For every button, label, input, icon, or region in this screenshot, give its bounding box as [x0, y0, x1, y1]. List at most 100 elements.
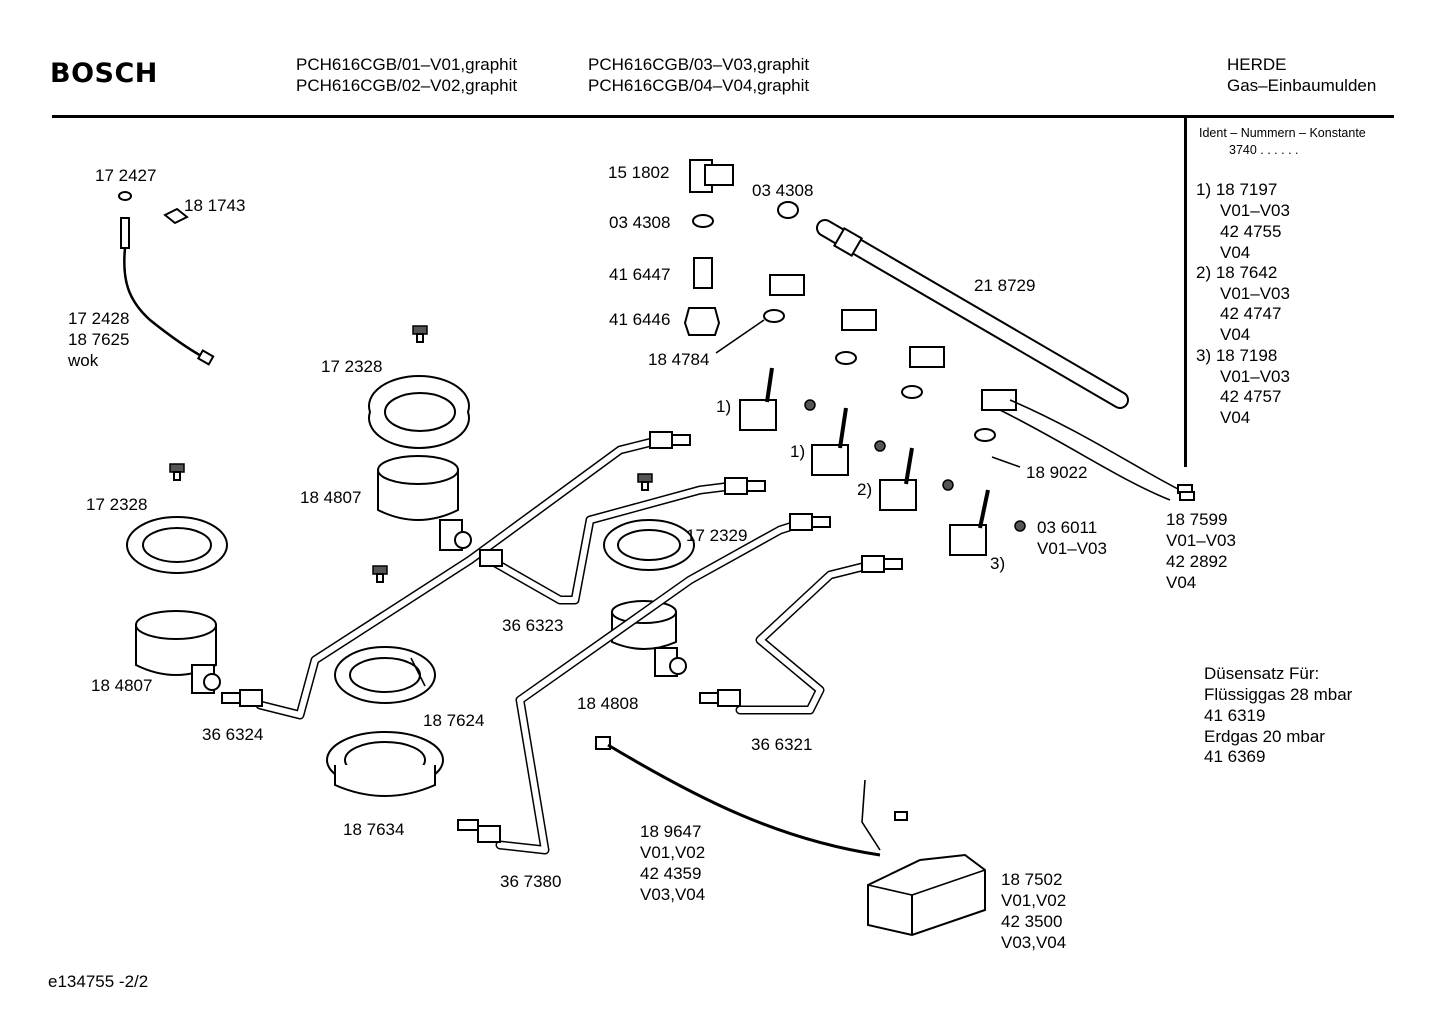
ignition-module-icon [867, 853, 986, 937]
doc-id: e134755 -2/2 [48, 972, 149, 991]
fitting-icon [724, 477, 766, 495]
part-label: 18 7599 [1166, 510, 1228, 529]
part-label: 18 9647 [640, 822, 702, 841]
part-label: 42 3500 [1001, 912, 1063, 931]
part-label: 18 7634 [343, 820, 405, 839]
category-title: HERDE [1227, 55, 1287, 74]
fitting-icon [479, 549, 503, 567]
valve-ref: 1) [716, 397, 732, 416]
part-label: V03,V04 [1001, 933, 1067, 952]
ident-entry: 1) 18 7197 [1196, 180, 1278, 199]
gas-manifold-icon [816, 219, 1129, 409]
nozzle-line: 41 6369 [1204, 747, 1266, 766]
ident-entry: V01–V03 [1220, 367, 1290, 386]
part-label: 18 7624 [423, 711, 485, 730]
adapter-icon [693, 257, 713, 289]
thermocouple-wok [118, 191, 215, 366]
part-label: 17 2428 [68, 309, 130, 328]
header-divider [52, 115, 1394, 118]
model-line-4: PCH616CGB/04–V04,graphit [588, 76, 810, 95]
seal-ring-icon [777, 201, 799, 219]
ident-entry: V01–V03 [1220, 284, 1290, 303]
gas-pipe-366323 [485, 480, 745, 605]
part-label: 03 4308 [609, 213, 671, 232]
ident-entry: 3) 18 7198 [1196, 346, 1278, 365]
part-label: 42 2892 [1166, 552, 1228, 571]
part-label: 18 4807 [300, 488, 362, 507]
ident-divider [1184, 118, 1187, 467]
part-label: V04 [1166, 573, 1197, 592]
nozzle-line: Erdgas 20 mbar [1204, 727, 1325, 746]
part-label: 18 4807 [91, 676, 153, 695]
ident-entry: 2) 18 7642 [1196, 263, 1278, 282]
burner-body-icon [135, 610, 221, 694]
part-label: V01–V03 [1037, 539, 1107, 558]
fitting-icon [699, 689, 741, 707]
screw-icon [372, 565, 388, 583]
elbow-fitting-icon [689, 159, 734, 193]
part-label: V01,V02 [640, 843, 706, 862]
part-label: 36 7380 [500, 872, 562, 891]
nozzle-line: Düsensatz Für: [1204, 664, 1320, 683]
part-label: 03 6011 [1037, 518, 1098, 537]
part-label: 18 9022 [1026, 463, 1088, 482]
part-label: 15 1802 [608, 163, 670, 182]
part-label: 36 6321 [751, 735, 813, 754]
part-label: 17 2329 [686, 526, 748, 545]
ident-title: Ident – Nummern – Konstante [1199, 126, 1366, 140]
gasket-ring-icon [368, 375, 470, 449]
fitting-icon [457, 819, 501, 843]
ident-entry: 42 4747 [1220, 304, 1282, 323]
part-label: 18 1743 [184, 196, 246, 215]
fitting-icon [221, 689, 263, 707]
ignition-harness-icon [595, 736, 908, 857]
part-label: wok [68, 351, 99, 370]
model-line-3: PCH616CGB/03–V03,graphit [588, 55, 810, 74]
part-label: 42 4359 [640, 864, 702, 883]
valve-ref: 1) [790, 442, 806, 461]
gas-valve-icon [879, 346, 945, 511]
part-label: 17 2427 [95, 166, 157, 185]
ident-entry: V04 [1220, 408, 1251, 427]
fitting-icon [789, 513, 831, 531]
burner-body-icon [377, 455, 472, 551]
gas-pipe-367380 [495, 517, 810, 855]
part-label: 17 2328 [321, 357, 383, 376]
fitting-icon [861, 555, 903, 573]
ident-constant: 3740 . . . . . . [1229, 143, 1299, 157]
subcategory-title: Gas–Einbaumulden [1227, 76, 1377, 95]
gas-pipe-366324 [255, 435, 665, 720]
burner-wok-icon [326, 731, 444, 797]
part-label: V03,V04 [640, 885, 706, 904]
gas-valve-icon [739, 274, 805, 431]
gas-valve-icon [949, 389, 1017, 556]
part-label: 18 7502 [1001, 870, 1063, 889]
screw-icon [169, 463, 185, 481]
valve-ref: 3) [990, 554, 1006, 573]
screw-icon [412, 325, 428, 343]
part-label: 36 6324 [202, 725, 264, 744]
part-label: 41 6447 [609, 265, 671, 284]
part-label: 36 6323 [502, 616, 564, 635]
part-label: 21 8729 [974, 276, 1036, 295]
valve-ref: 2) [857, 480, 873, 499]
nozzle-line: Flüssiggas 28 mbar [1204, 685, 1353, 704]
nut-icon [683, 307, 721, 336]
part-label: 03 4308 [752, 181, 814, 200]
gas-pipe-366321 [735, 560, 875, 715]
gasket-ring-icon [125, 516, 229, 574]
ident-entry: V04 [1220, 243, 1251, 262]
screw-icon [637, 473, 653, 491]
model-line-2: PCH616CGB/02–V02,graphit [296, 76, 518, 95]
part-label: V01,V02 [1001, 891, 1067, 910]
part-label: V01–V03 [1166, 531, 1236, 550]
brand-logo: BOSCH [50, 58, 158, 89]
part-label: 18 7625 [68, 330, 130, 349]
nozzle-line: 41 6319 [1204, 706, 1266, 725]
model-line-1: PCH616CGB/01–V01,graphit [296, 55, 518, 74]
ident-entry: 42 4757 [1220, 387, 1282, 406]
gas-valve-icon [811, 309, 877, 476]
part-label: 17 2328 [86, 495, 148, 514]
ident-entry: 42 4755 [1220, 222, 1282, 241]
